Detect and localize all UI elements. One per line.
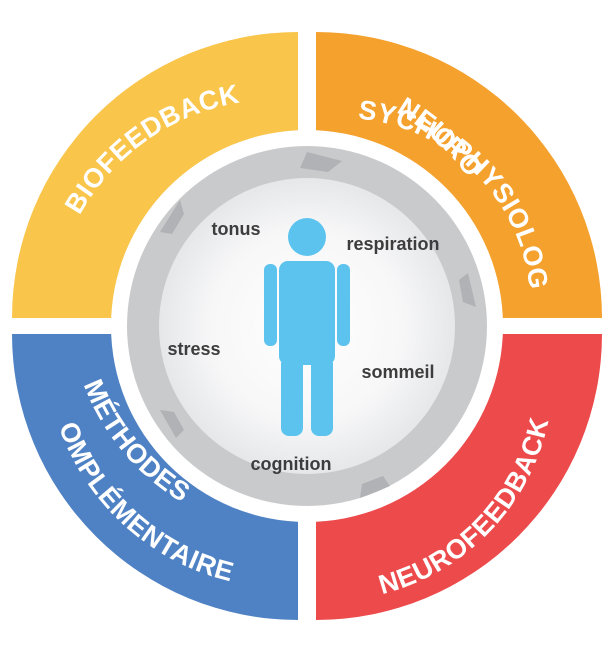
label-cognition: cognition: [251, 454, 332, 474]
cycle-arrows: [160, 152, 476, 498]
label-sommeil: sommeil: [361, 362, 434, 382]
label-tonus: tonus: [212, 219, 261, 239]
label-respiration: respiration: [346, 234, 439, 254]
label-stress: stress: [167, 339, 220, 359]
person-icon: [264, 218, 350, 436]
